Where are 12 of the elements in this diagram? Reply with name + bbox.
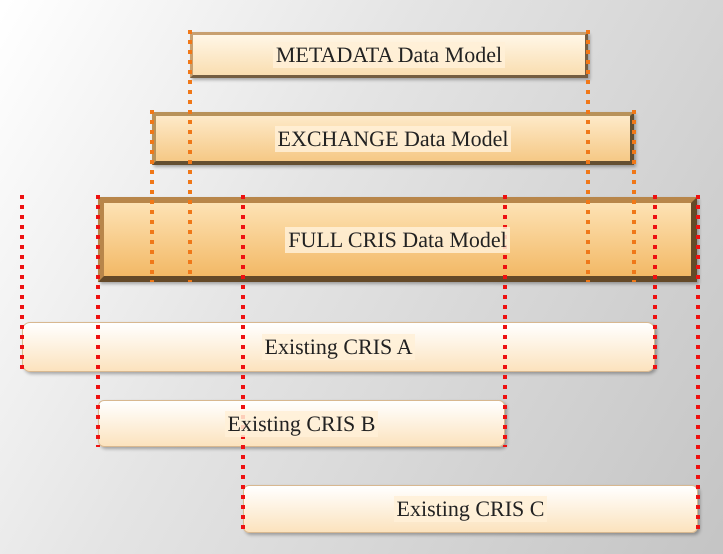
bar-label: EXCHANGE Data Model <box>274 126 512 152</box>
bar-label: Existing CRIS C <box>394 496 548 522</box>
bar-label: Existing CRIS B <box>224 410 378 436</box>
bar-label: METADATA Data Model <box>272 42 506 68</box>
layer-bar <box>98 197 697 282</box>
layer-bar <box>22 322 655 372</box>
layer-bar <box>190 32 588 78</box>
bar-label: Existing CRIS A <box>262 334 416 360</box>
bar-label: FULL CRIS Data Model <box>285 226 510 252</box>
layer-bar <box>98 400 505 447</box>
layer-bar <box>152 112 634 165</box>
layer-bar <box>243 485 698 533</box>
